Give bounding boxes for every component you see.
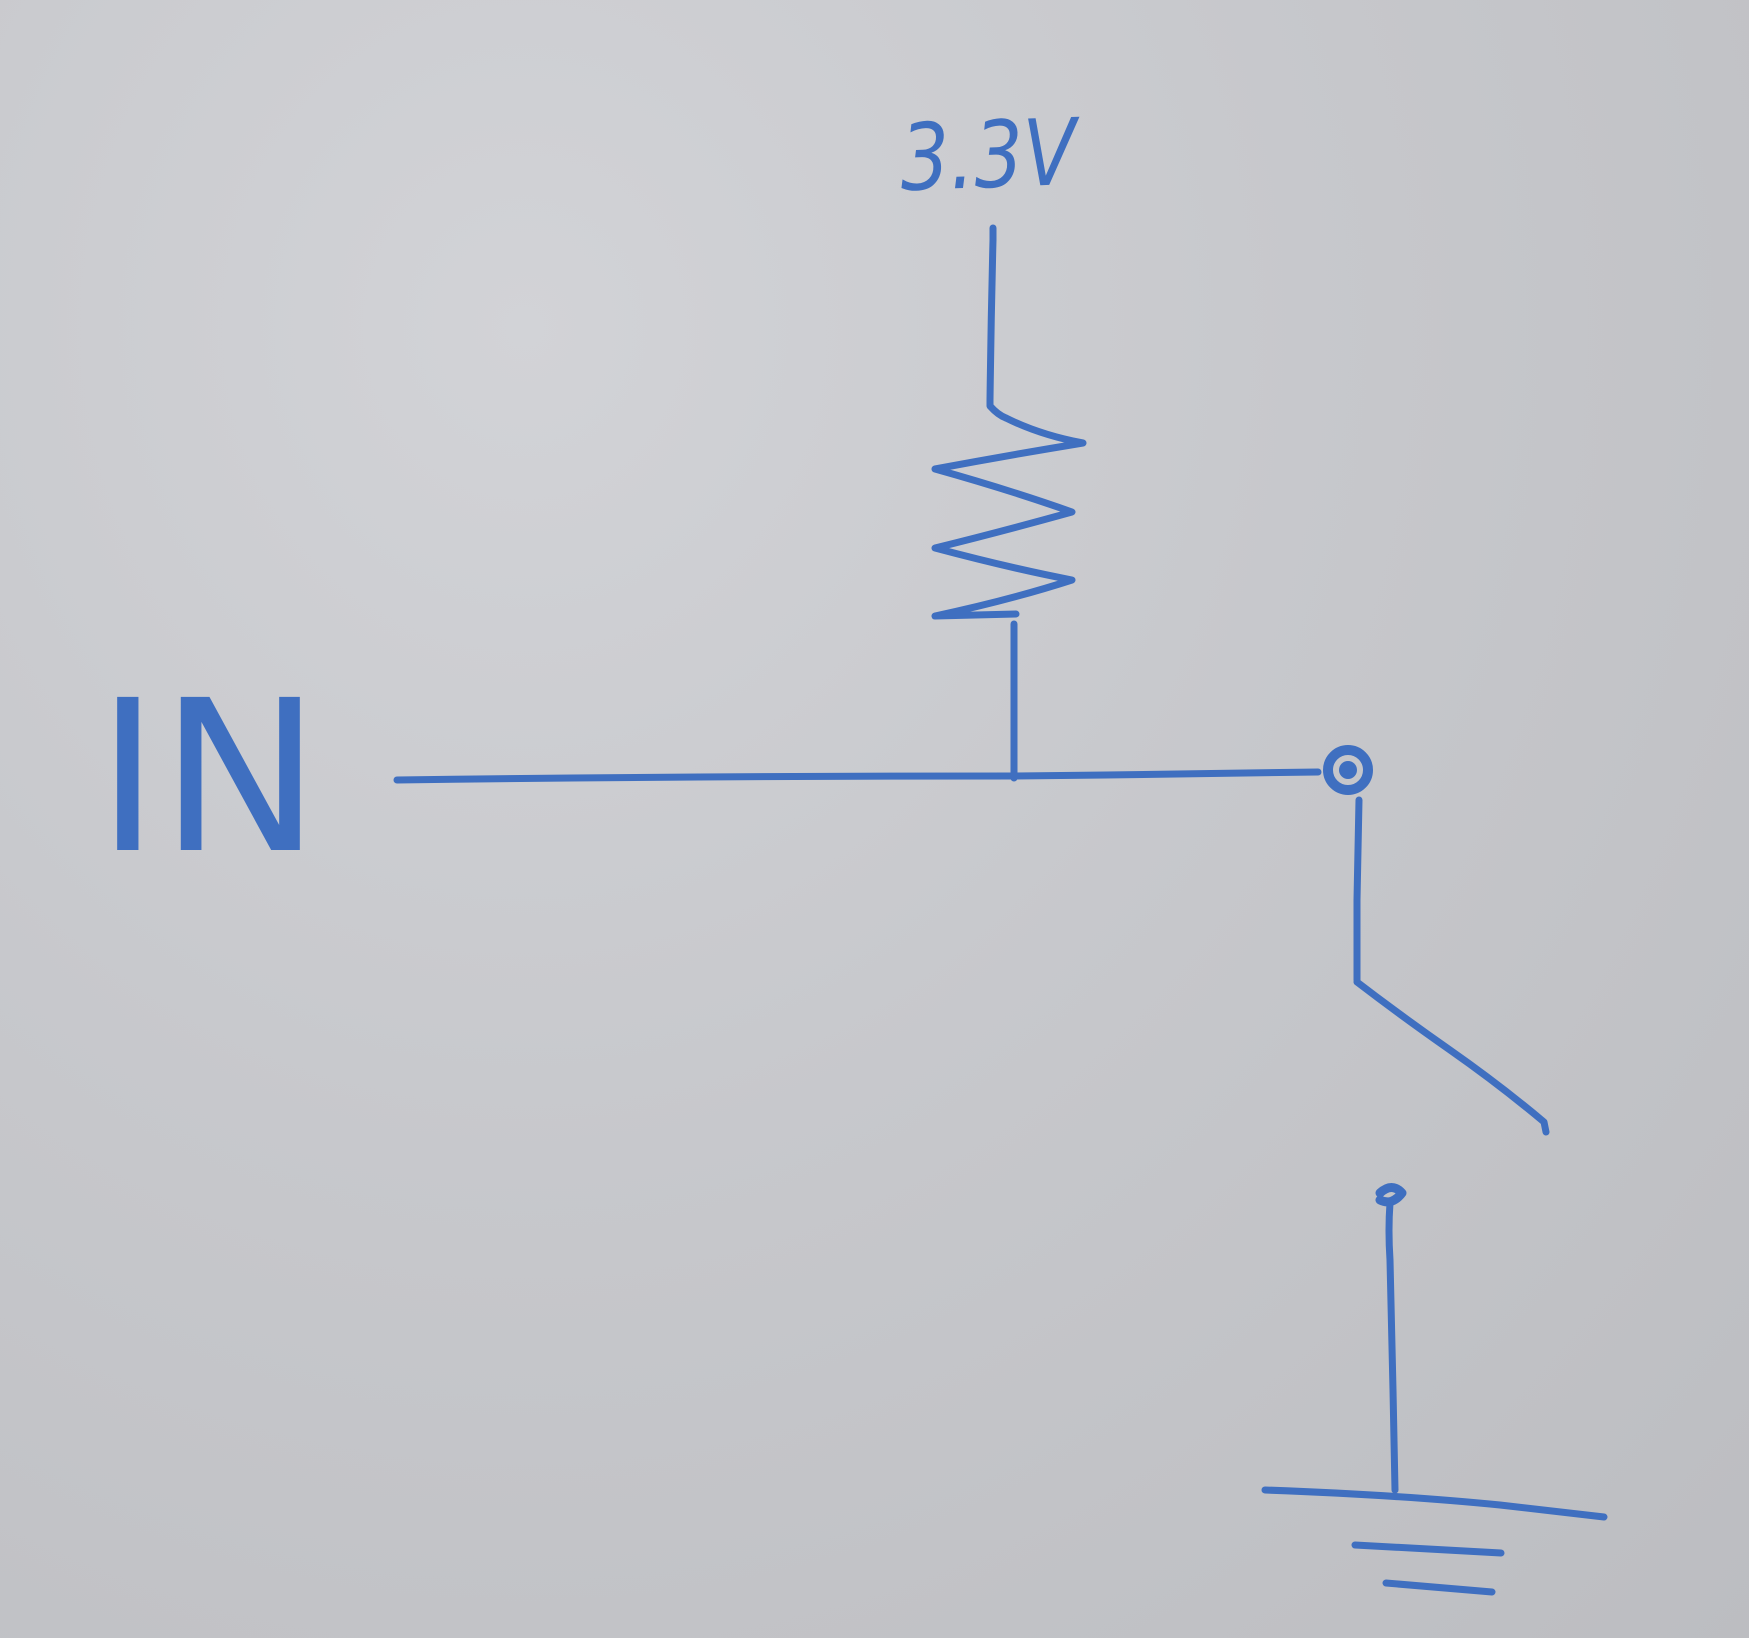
input-label: IN	[96, 655, 321, 900]
switch-lead	[1353, 796, 1363, 984]
pull-up-resistor	[931, 414, 1087, 620]
switch-contact	[1323, 745, 1373, 795]
switch-blade	[1353, 978, 1550, 1136]
ground-symbol	[1261, 1486, 1608, 1596]
supply-wire	[986, 224, 1010, 422]
input-wire	[393, 768, 1322, 784]
supply-label: 3.3V	[898, 99, 1083, 212]
ground-wire	[1385, 1199, 1399, 1494]
